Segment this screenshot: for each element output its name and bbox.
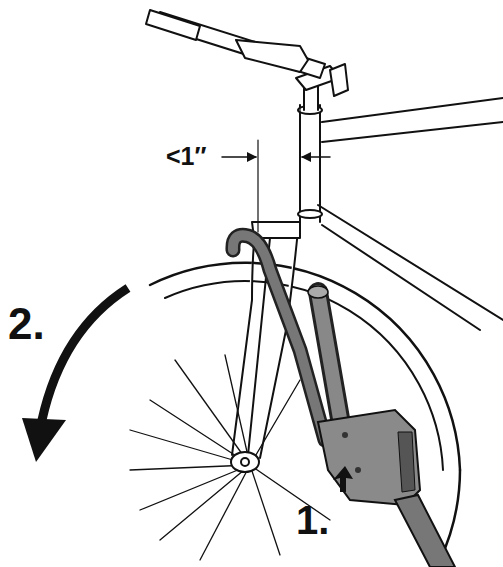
grip <box>146 10 200 40</box>
axle <box>241 458 249 466</box>
lock-leg-end <box>308 286 328 298</box>
top-tube-line <box>322 122 503 142</box>
lock-rivet <box>355 467 361 473</box>
lock-rivet <box>342 432 348 438</box>
headset-ring <box>298 210 322 218</box>
dimension-arrow <box>302 156 330 158</box>
lock-shackle <box>233 235 325 440</box>
dimension-label: <1″ <box>166 144 206 169</box>
dimension-line <box>299 105 300 140</box>
bar-end <box>330 64 348 96</box>
dimension-arrow <box>222 156 256 158</box>
lock-shackle <box>233 235 325 440</box>
brake-lever <box>236 40 308 72</box>
callout-number: 2. <box>8 302 45 346</box>
lock-leg <box>318 292 342 430</box>
lock-body-edge <box>398 432 415 492</box>
lock-leg <box>318 292 342 430</box>
lock-cable <box>395 495 455 567</box>
rotate-arrow <box>42 288 128 420</box>
push-arrow <box>333 466 353 492</box>
down-tube-line <box>322 225 480 330</box>
hub <box>231 452 259 472</box>
head-tube <box>300 105 320 222</box>
top-tube-line <box>322 98 503 122</box>
rotate-arrowhead <box>22 418 66 462</box>
down-tube-line <box>318 205 503 320</box>
spokes <box>130 355 330 560</box>
dimension-line <box>257 140 258 232</box>
callout-number: 1. <box>296 500 329 540</box>
lock-body <box>318 410 420 505</box>
